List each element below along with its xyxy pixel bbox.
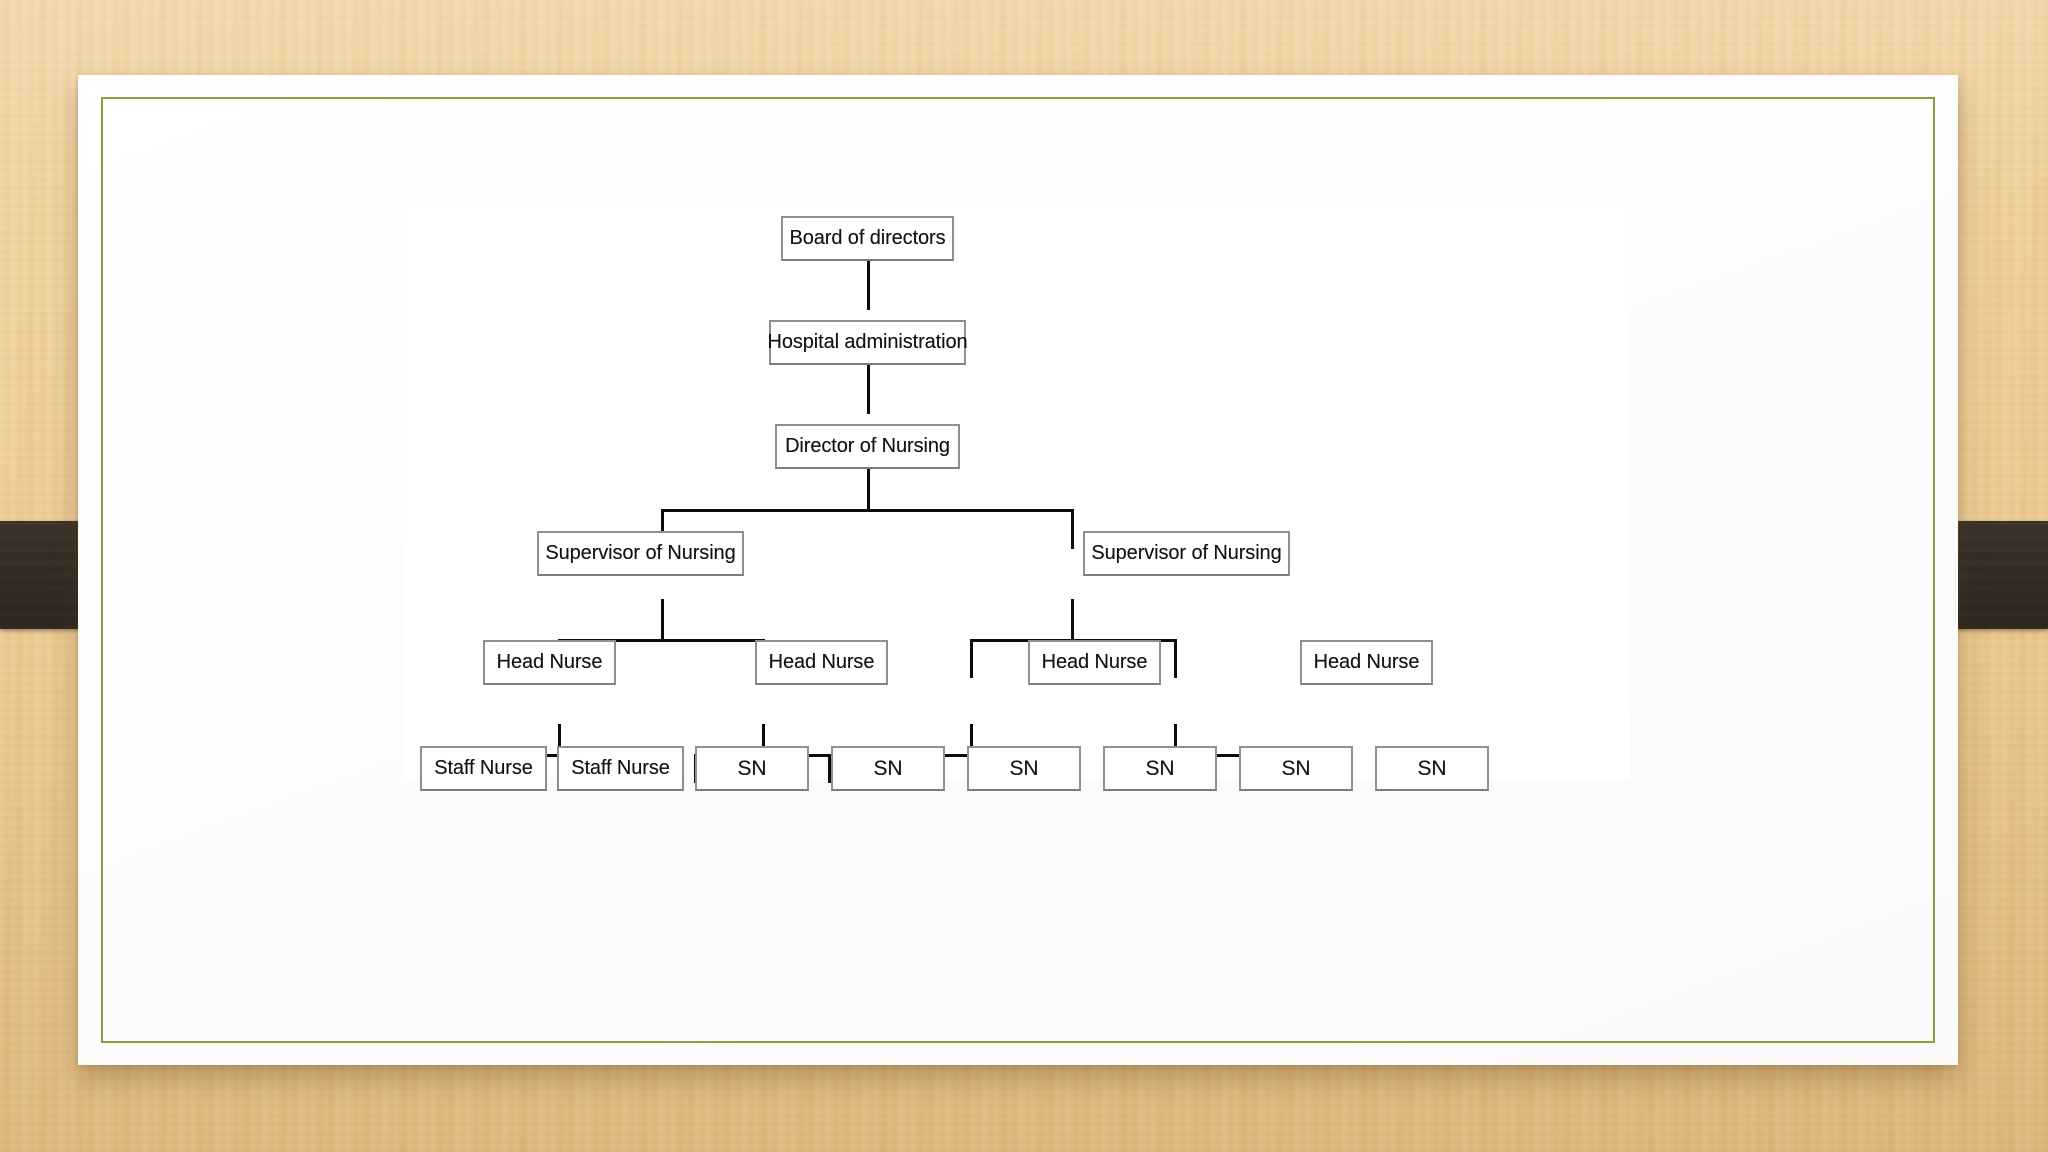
node-head-nurse-4[interactable]: Head Nurse bbox=[1300, 640, 1433, 685]
connector-board-to-admin bbox=[867, 258, 870, 310]
node-board-of-directors[interactable]: Board of directors bbox=[781, 216, 954, 261]
node-staff-nurse-7[interactable]: SN bbox=[1239, 746, 1353, 791]
connector-don-stem bbox=[867, 466, 870, 511]
connector-hn1-stem bbox=[558, 724, 561, 756]
connector-don-bus bbox=[661, 509, 1074, 512]
connector-sup2-to-hn4 bbox=[1174, 639, 1177, 678]
connector-sup1-stem bbox=[661, 599, 664, 641]
node-head-nurse-1[interactable]: Head Nurse bbox=[483, 640, 616, 685]
slide-decorative-border bbox=[101, 97, 1935, 1043]
connector-sup2-to-hn3 bbox=[970, 639, 973, 678]
node-hospital-administration[interactable]: Hospital administration bbox=[768, 320, 968, 365]
connector-don-to-sup2 bbox=[1071, 509, 1074, 549]
connector-hn4-stem bbox=[1174, 724, 1177, 756]
node-supervisor-of-nursing-2[interactable]: Supervisor of Nursing bbox=[1083, 531, 1290, 576]
node-staff-nurse-8[interactable]: SN bbox=[1375, 746, 1489, 791]
node-staff-nurse-6[interactable]: SN bbox=[1103, 746, 1217, 791]
presentation-slide[interactable]: Board of directors Hospital administrati… bbox=[78, 75, 1958, 1065]
org-chart-image[interactable]: Board of directors Hospital administrati… bbox=[405, 206, 1630, 791]
connector-hn2-to-sn4 bbox=[828, 754, 831, 783]
node-supervisor-of-nursing-1[interactable]: Supervisor of Nursing bbox=[537, 531, 744, 576]
node-staff-nurse-3[interactable]: SN bbox=[695, 746, 809, 791]
connector-sup2-stem bbox=[1071, 599, 1074, 641]
connector-don-to-sup1 bbox=[661, 509, 664, 549]
node-staff-nurse-5[interactable]: SN bbox=[967, 746, 1081, 791]
connector-hn2-stem bbox=[762, 724, 765, 756]
connector-admin-to-don bbox=[867, 362, 870, 414]
node-head-nurse-2[interactable]: Head Nurse bbox=[755, 640, 888, 685]
node-director-of-nursing[interactable]: Director of Nursing bbox=[775, 424, 960, 469]
connector-sup1-bus bbox=[558, 639, 765, 642]
node-staff-nurse-4[interactable]: SN bbox=[831, 746, 945, 791]
node-staff-nurse-1[interactable]: Staff Nurse bbox=[420, 746, 547, 791]
node-head-nurse-3[interactable]: Head Nurse bbox=[1028, 640, 1161, 685]
connector-hn3-stem bbox=[970, 724, 973, 756]
node-staff-nurse-2[interactable]: Staff Nurse bbox=[557, 746, 684, 791]
